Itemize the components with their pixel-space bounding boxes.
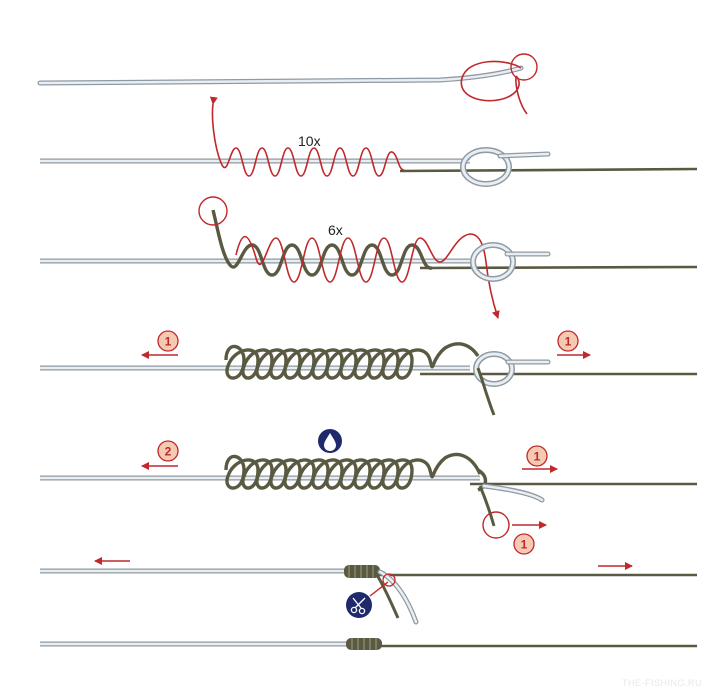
wrap-count-label: 10x (298, 133, 321, 149)
step-1 (37, 53, 538, 115)
tag-end-highlight-circle (482, 511, 510, 539)
pull-right-indicator: 1 (557, 330, 591, 359)
cut-highlight-circle (382, 573, 396, 587)
watermark: THE-FISHING.RU (622, 678, 702, 688)
step-badge-number: 1 (565, 335, 572, 349)
line-b (399, 167, 698, 173)
loop-core (461, 148, 511, 186)
line-a-tag-core (378, 570, 418, 624)
step-badge (526, 445, 548, 467)
finished-knot (346, 638, 382, 650)
pull-tag-indicator: 1 (512, 521, 547, 555)
red-wrap-path (209, 96, 405, 177)
knot-coil (344, 565, 380, 578)
coil-path (224, 452, 482, 490)
line-b-tag (476, 367, 496, 416)
step-badge-number: 1 (534, 450, 541, 464)
pull-right-indicator: 1 (522, 445, 558, 473)
tag-end-highlight-circle (198, 196, 228, 226)
step-7 (40, 638, 697, 650)
coil-path (224, 342, 480, 380)
red-wrap-path (235, 233, 500, 319)
wrap-count-label: 6x (328, 222, 343, 238)
step-badge (513, 533, 535, 555)
pull-left-indicator: 2 (141, 440, 179, 470)
step-5: 2 1 1 (40, 429, 697, 555)
step-badge (557, 330, 579, 352)
step-badge (157, 440, 179, 462)
step-2: 10x (40, 96, 698, 187)
line-a-core (38, 66, 523, 85)
water-drop-icon (318, 429, 342, 453)
loop-core (474, 352, 514, 386)
step-badge-number: 1 (165, 335, 172, 349)
line-b-tag (478, 485, 496, 527)
loop-core (471, 243, 515, 281)
tag-end-tail-path (515, 75, 528, 115)
loop-tag-core (482, 484, 544, 502)
pull-left-indicator: 1 (141, 330, 179, 359)
step-6 (40, 557, 697, 625)
line-b-wrap-path (211, 209, 433, 277)
step-badge (157, 330, 179, 352)
step-badge-number: 2 (165, 445, 172, 459)
step-3: 6x (40, 196, 698, 319)
step-4: 1 1 (40, 330, 697, 416)
scissors-icon (346, 592, 372, 618)
tag-end-loop-path (460, 60, 522, 102)
line-b (419, 265, 698, 270)
step-badge-number: 1 (521, 538, 528, 552)
loop-tag-core (498, 152, 550, 158)
tag-end-highlight-circle (510, 53, 538, 81)
line-b-tag (375, 574, 400, 619)
